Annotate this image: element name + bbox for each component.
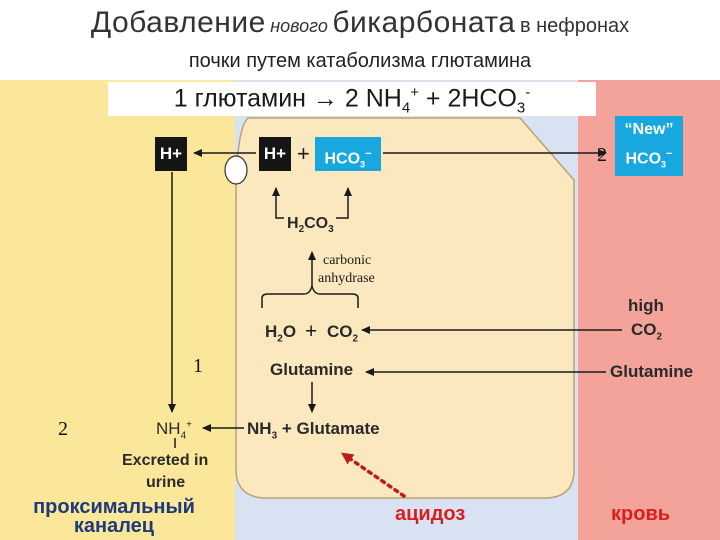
cell-hco3-text: HCO [324,150,361,168]
blood-glutamine: Glutamine [610,362,694,381]
h2o-label: H2O [265,322,296,344]
h2co3-h: H [287,215,299,232]
cell-plus-sign: + [297,141,310,166]
step-number-1: 1 [193,355,203,377]
acidosis-dotted-arrow [341,452,406,498]
nh3-sub: 3 [271,430,278,442]
slide-subtitle: почки путем катаболизма глютамина [188,50,532,72]
cell-h-plus-box: H+ [259,137,291,171]
h2o-h: H [265,322,278,341]
cell-hco3-sup: − [365,148,372,160]
equation: 1 глютамин → 2 NH4+ + 2HCO3- [108,84,596,116]
high-co2-sub: 2 [656,331,663,343]
h2o-sub: 2 [277,333,283,345]
cell-hco3-box: HCO3− [315,137,381,171]
equation-nh4-sub: 4 [401,99,411,117]
cell-glutamine: Glutamine [270,360,354,379]
step-number-2-cell: 2 [597,144,607,166]
co2-label: CO2 [327,322,358,344]
title-word-2: нового [270,16,328,36]
proximal-tubule-line1: проксимальный [33,496,195,518]
equation-left: 1 глютамин → 2 NH [173,84,402,113]
lumen-nh4: NH4+ [156,419,192,441]
h2co3-sub1: 2 [298,224,305,236]
equation-hco3-sup: - [525,84,531,101]
transporter-icon [224,155,248,185]
equation-banner [108,82,596,116]
arrow-h2co3-to-h [272,187,284,219]
tubular-cell [235,117,575,499]
nh3-text: NH [247,419,272,438]
equation-hco3-sub: 3 [516,99,526,117]
new-hco3-box: “New” HCO3− [615,116,683,176]
lumen-nh4-sup: + [186,419,192,431]
proximal-tubule-line2: каналец [73,515,155,537]
h2co3-label: H2CO3 [287,215,334,235]
high-co2-label: CO2 [631,320,662,342]
lumen-nh4-text: NH [156,419,181,438]
new-hco3-label: “New” [624,121,674,138]
nh3-glutamate: NH3 + Glutamate [247,419,380,441]
lumen-h-plus-box: H+ [155,137,187,171]
glutamate-text: + Glutamate [277,419,380,438]
h2co3-sub2: 3 [328,224,334,236]
slide-title: Добавление нового бикарбоната в нефронах [0,6,720,40]
excreted-label-2: urine [146,474,186,491]
excreted-label-1: Excreted in [122,452,209,469]
high-co2-text: CO [631,320,657,339]
co2-text: CO [327,322,353,341]
h2o-o: O [282,322,297,341]
enzyme-label-1: carbonic [323,253,372,268]
new-hco3-sup: − [666,148,673,160]
new-hco3-text: HCO [625,150,662,168]
title-word-4: в нефронах [519,15,630,37]
arrow-h2co3-to-hco3 [336,187,352,219]
plus-h2o-co2: + [305,320,318,343]
equation-mid: + 2HCO [418,84,517,113]
cell-hco3-sub: 3 [360,159,366,170]
co2-sub: 2 [352,333,359,345]
equation-nh4-sup: + [410,84,419,101]
h2co3-co: CO [304,215,329,232]
new-hco3-formula: HCO3− [615,145,683,175]
title-word-1: Добавление [90,6,266,39]
proximal-tubule-label: проксимальный каналец [14,496,214,537]
step-number-2-lumen: 2 [58,418,68,440]
blood-label: кровь [611,503,671,525]
title-word-3: бикарбоната [332,6,516,39]
new-hco3-sub: 3 [661,159,667,170]
lumen-nh4-sub: 4 [180,430,187,442]
high-label: high [628,296,664,315]
enzyme-label-2: anhydrase [318,271,375,286]
acidosis-label: ацидоз [395,503,466,525]
